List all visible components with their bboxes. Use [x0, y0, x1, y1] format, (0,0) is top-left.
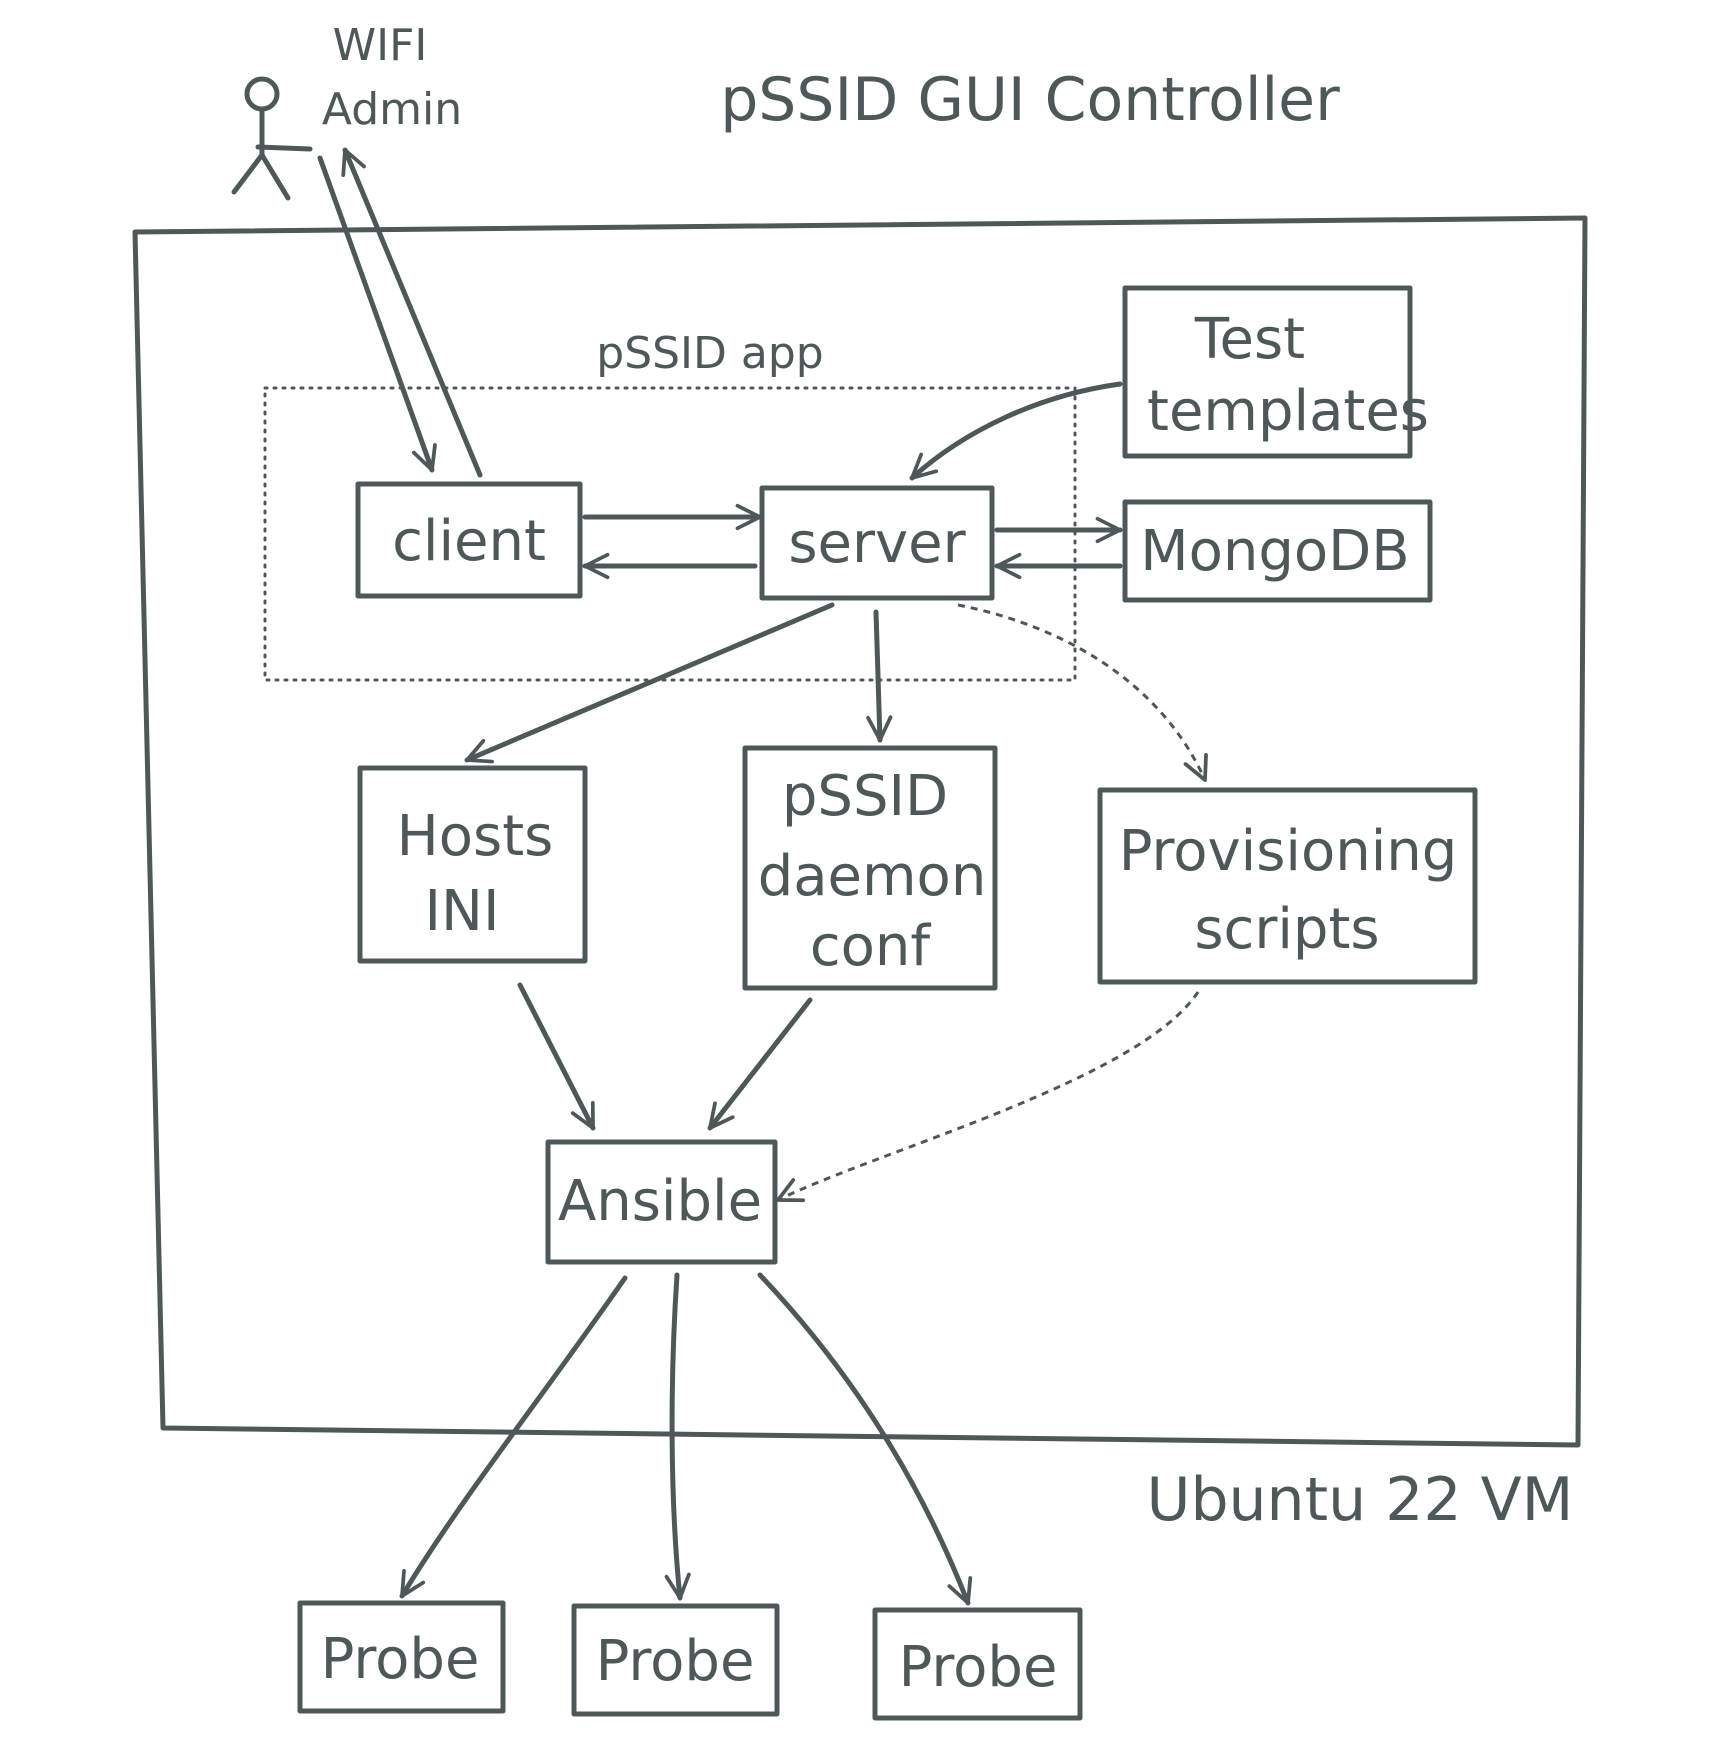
node-test-templates: Test templates — [1122, 285, 1429, 459]
test-templates-line1: Test — [1194, 307, 1305, 372]
edge-client-to-admin — [341, 147, 483, 478]
node-provisioning-scripts: Provisioning scripts — [1097, 787, 1478, 985]
vm-label: Ubuntu 22 VM — [1147, 1465, 1574, 1535]
daemon-conf-line2: daemon — [758, 844, 987, 909]
hosts-ini-line1: Hosts — [397, 804, 554, 869]
edge-ansible-to-probe-3 — [757, 1272, 973, 1606]
node-ansible-label: Ansible — [558, 1169, 762, 1234]
edge-server-to-provisioning — [957, 603, 1208, 782]
node-client: client — [355, 481, 583, 599]
node-mongodb-label: MongoDB — [1140, 519, 1409, 584]
node-server: server — [759, 485, 995, 601]
provisioning-line2: scripts — [1194, 897, 1379, 962]
edge-hosts-to-ansible — [517, 982, 596, 1131]
actor-label-line2: Admin — [322, 84, 462, 135]
actor-label-line1: WIFI — [333, 20, 428, 71]
node-mongodb: MongoDB — [1122, 499, 1433, 603]
edge-templates-to-server — [909, 381, 1123, 481]
diagram-title: pSSID GUI Controller — [720, 65, 1340, 135]
edge-ansible-to-probe-2 — [664, 1272, 691, 1601]
node-probe-2: Probe — [571, 1603, 780, 1717]
probe-1-label: Probe — [321, 1627, 480, 1692]
edge-daemon-conf-to-ansible — [707, 997, 813, 1131]
probe-2-label: Probe — [596, 1629, 755, 1694]
daemon-conf-line1: pSSID — [782, 764, 948, 829]
node-ansible: Ansible — [545, 1139, 778, 1265]
test-templates-line2: templates — [1147, 379, 1429, 444]
node-client-label: client — [392, 509, 546, 574]
probe-3-label: Probe — [899, 1635, 1058, 1700]
vm-boundary — [132, 215, 1588, 1448]
daemon-conf-line3: conf — [810, 914, 932, 979]
provisioning-line1: Provisioning — [1119, 819, 1458, 884]
node-server-label: server — [788, 511, 966, 576]
node-daemon-conf: pSSID daemon conf — [742, 745, 998, 991]
node-hosts-ini: Hosts INI — [357, 765, 588, 964]
edge-server-to-daemon-conf — [866, 609, 893, 743]
pssid-app-label: pSSID app — [596, 328, 823, 379]
admin-actor-icon — [231, 76, 313, 201]
node-probe-1: Probe — [297, 1600, 506, 1714]
edge-server-to-hosts — [464, 602, 835, 764]
hosts-ini-line2: INI — [425, 879, 500, 944]
node-probe-3: Probe — [872, 1607, 1083, 1721]
edge-admin-to-client — [317, 155, 437, 473]
edge-provisioning-to-ansible — [776, 991, 1200, 1203]
pssid-app-group — [263, 386, 1077, 682]
edge-ansible-to-probe-1 — [399, 1275, 628, 1599]
